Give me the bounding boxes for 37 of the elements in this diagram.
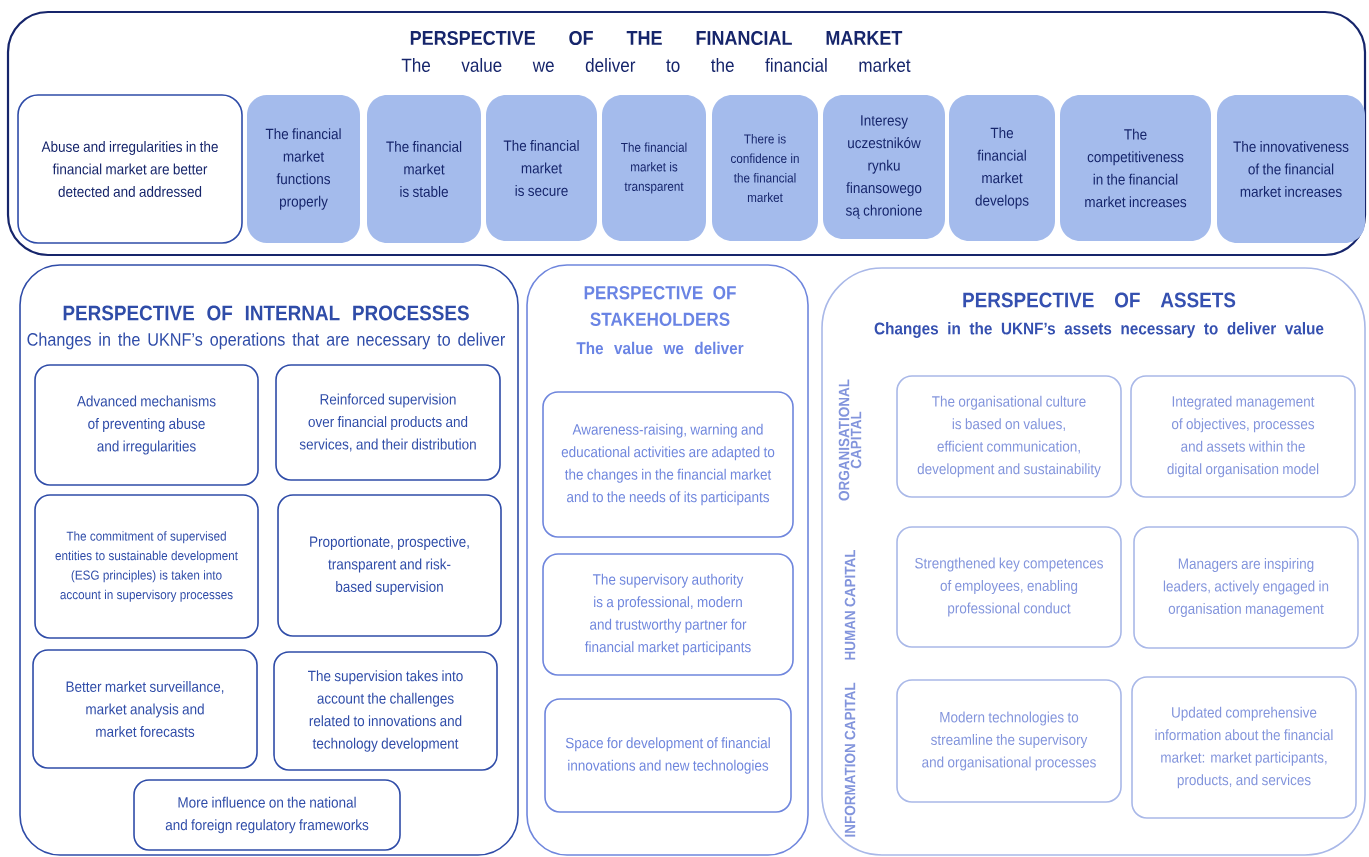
panel-heading: PERSPECTIVE OF INTERNAL PROCESSES [63, 305, 469, 321]
panel-heading: PERSPECTIVE OF THE FINANCIAL MARKET [410, 30, 903, 46]
row-label: INFORMATION CAPITAL [844, 682, 856, 837]
statement-box: There is confidence in the financial market [712, 95, 818, 241]
statement-box: Strengthened key competences of employees, enabling professional conduct [896, 526, 1122, 648]
statement-box: More influence on the national and foreign regulatory frameworks [133, 779, 401, 851]
statement-box: Awareness-raising, warning and educational activities are adapted to the changes in the financial market and to the needs of its participants [542, 391, 794, 538]
statement-box: Better market surveillance, market analysis and market forecasts [32, 649, 258, 769]
statement-box: Interesy uczestników rynku finansowego są chronione [823, 95, 945, 239]
statement-box: The financial market develops [949, 95, 1055, 241]
statement-box: The financial market is transparent [602, 95, 706, 241]
row-label: ORGANISATIONAL CAPITAL [838, 379, 862, 501]
panel-heading: PERSPECTIVE OF STAKEHOLDERS [584, 285, 736, 326]
statement-box: Updated comprehensive information about the financial market: market participants, products, and services [1131, 676, 1357, 819]
statement-box: The commitment of supervised entities to sustainable development (ESG principles) is taken into account in supervisory processes [34, 494, 259, 639]
statement-box: The innovativeness of the financial market increases [1217, 95, 1365, 243]
panel-heading: PERSPECTIVE OF ASSETS [963, 292, 1236, 308]
panel-subheading: The value we deliver to the financial market [401, 58, 911, 72]
statement-box: The supervision takes into account the challenges related to innovations and technology development [273, 651, 498, 771]
statement-box: The financial market is secure [486, 95, 597, 241]
statement-box: Reinforced supervision over financial products and services, and their distribution [275, 364, 501, 481]
panel-subheading: Changes in the UKNF’s assets necessary to deliver value [874, 322, 1324, 338]
statement-box: Modern technologies to streamline the supervisory and organisational processes [896, 679, 1122, 803]
statement-box: Advanced mechanisms of preventing abuse and irregularities [34, 364, 259, 486]
statement-box: The competitiveness in the financial market increases [1060, 95, 1211, 241]
statement-box: The supervisory authority is a professional, modern and trustworthy partner for financial market participants [542, 553, 794, 676]
statement-box: Abuse and irregularities in the financial market are better detected and addressed [17, 94, 243, 244]
statement-box: The financial market is stable [367, 95, 481, 243]
statement-box: Managers are inspiring leaders, actively engaged in organisation management [1133, 526, 1359, 649]
statement-box: Integrated management of objectives, processes and assets within the digital organisation model [1130, 375, 1356, 498]
panel-subheading: Changes in the UKNF’s operations that are necessary to deliver [27, 332, 505, 350]
statement-box: Space for development of financial innovations and new technologies [544, 698, 792, 813]
statement-box: The organisational culture is based on values, efficient communication, development and sustainability [896, 375, 1122, 498]
statement-box: Proportionate, prospective, transparent and risk-based supervision [277, 494, 502, 637]
row-label: HUMAN CAPITAL [844, 549, 856, 660]
statement-box: The financial market functions properly [247, 95, 360, 243]
panel-subheading: The value we deliver [576, 341, 744, 355]
